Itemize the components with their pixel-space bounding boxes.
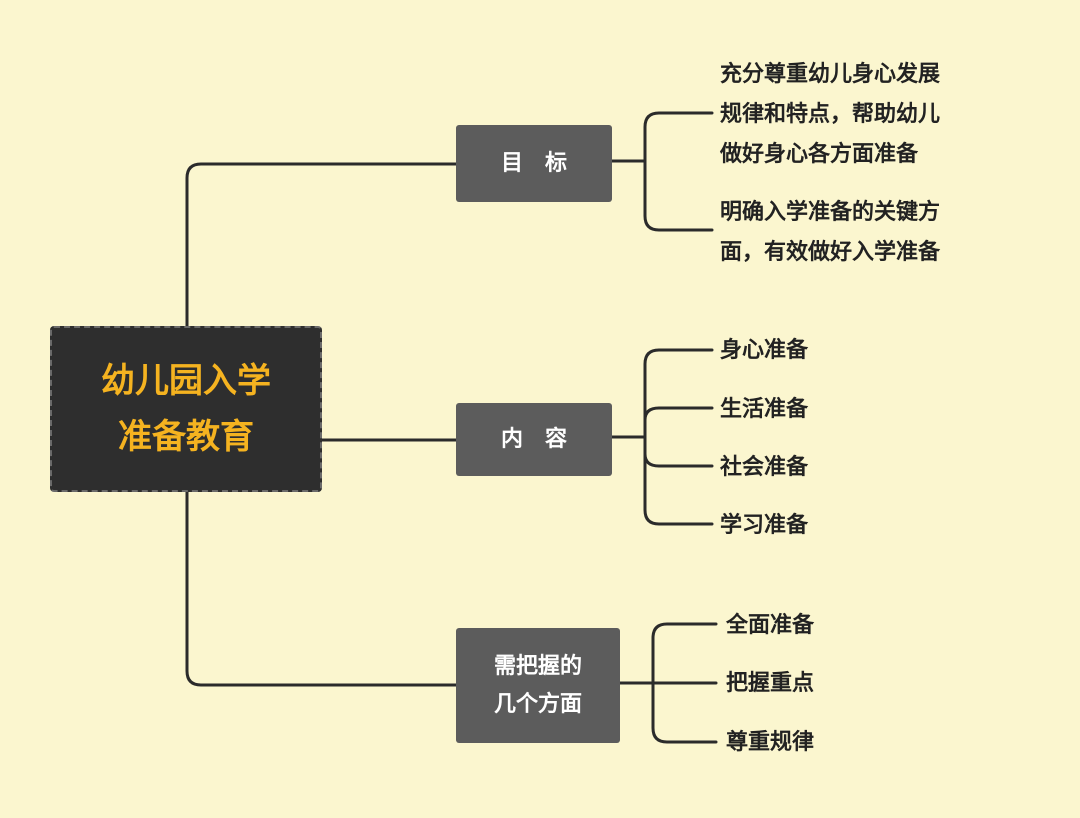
leaf-content-1: 身心准备: [720, 331, 808, 371]
leaf-aspects-1: 全面准备: [726, 606, 814, 646]
connector-aspects-leaf3: [651, 681, 718, 744]
connector-content-leaf3: [643, 435, 714, 468]
connector-goal-leaf2: [643, 159, 714, 232]
connector-root-goal: [185, 162, 458, 328]
branch-goal: 目 标: [456, 125, 612, 202]
root-line-1: 幼儿园入学: [101, 361, 271, 401]
connector-aspects-leaf1: [651, 622, 718, 685]
branch-goal-label: 目 标: [500, 150, 567, 176]
leaf-content-2-text: 生活准备: [720, 397, 809, 422]
root-line-2: 准备教育: [118, 417, 254, 457]
leaf-content-4-text: 学习准备: [720, 513, 809, 538]
leaf-content-3: 社会准备: [720, 448, 808, 488]
leaf-goal-2: 明确入学准备的关键方 面，有效做好入学准备: [720, 193, 940, 273]
branch-aspects-label-line-1: 需把握的: [493, 653, 582, 679]
connector-content-leaf1: [643, 348, 714, 439]
leaf-aspects-2-text: 把握重点: [726, 671, 815, 696]
branch-content: 内 容: [456, 403, 612, 476]
leaf-goal-1: 充分尊重幼儿身心发展 规律和特点，帮助幼儿 做好身心各方面准备: [720, 55, 940, 175]
leaf-goal-2-line-2: 面，有效做好入学准备: [720, 240, 941, 265]
leaf-aspects-2: 把握重点: [726, 664, 814, 704]
connector-content-leaf4: [643, 435, 714, 526]
connector-root-aspects: [185, 490, 458, 687]
branch-aspects-label-line-2: 几个方面: [493, 691, 582, 717]
leaf-content-3-text: 社会准备: [720, 455, 809, 480]
leaf-aspects-1-text: 全面准备: [726, 613, 815, 638]
leaf-goal-1-line-1: 充分尊重幼儿身心发展: [720, 62, 941, 87]
leaf-goal-1-line-2: 规律和特点，帮助幼儿: [720, 102, 941, 127]
branch-content-label: 内 容: [500, 426, 567, 452]
leaf-aspects-3: 尊重规律: [726, 723, 814, 763]
leaf-aspects-3-text: 尊重规律: [726, 730, 815, 755]
root-node: 幼儿园入学 准备教育: [50, 326, 322, 492]
leaf-content-2: 生活准备: [720, 390, 808, 430]
leaf-content-1-text: 身心准备: [720, 338, 809, 363]
leaf-goal-2-line-1: 明确入学准备的关键方: [720, 200, 941, 225]
leaf-content-4: 学习准备: [720, 506, 808, 546]
branch-aspects: 需把握的 几个方面: [456, 628, 620, 743]
connector-content-leaf2: [643, 406, 714, 439]
leaf-goal-1-line-3: 做好身心各方面准备: [720, 142, 919, 167]
connector-goal-leaf1: [643, 111, 714, 163]
